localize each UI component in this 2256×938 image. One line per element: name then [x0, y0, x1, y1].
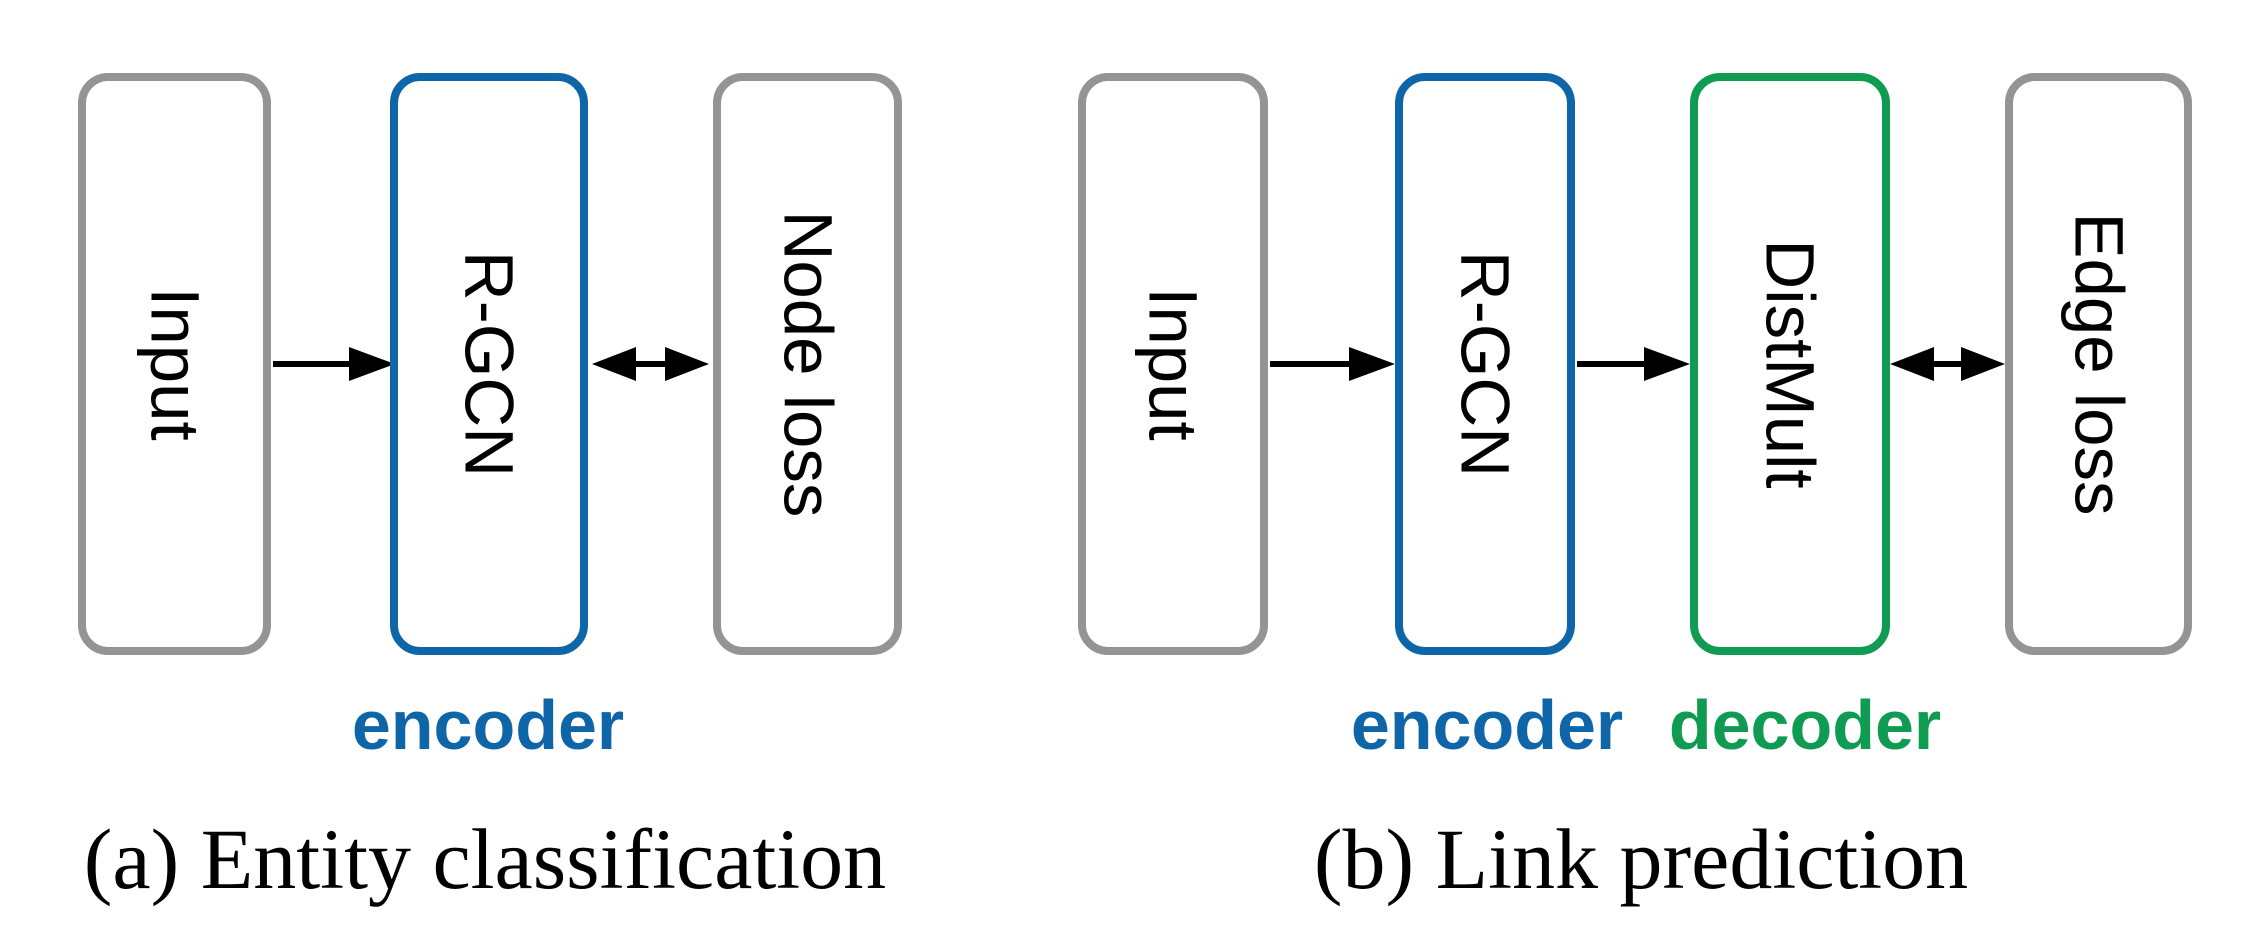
decoder-annotation-b: decoder [1668, 686, 1942, 764]
box-input-b-label: Input [1134, 287, 1212, 441]
box-rgcn-a-label: R-GCN [450, 250, 528, 478]
arrow-rgcn-to-distmult-b [1575, 334, 1690, 394]
arrow-input-to-rgcn-a [271, 334, 395, 394]
box-input-a: Input [78, 73, 271, 655]
encoder-annotation-b: encoder [1350, 686, 1624, 764]
box-rgcn-b: R-GCN [1395, 73, 1575, 655]
box-rgcn-a: R-GCN [390, 73, 588, 655]
encoder-annotation-a: encoder [351, 686, 625, 764]
caption-a: (a) Entity classification [83, 811, 887, 907]
box-input-a-label: Input [136, 287, 213, 441]
caption-b: (b) Link prediction [1313, 811, 1969, 907]
box-rgcn-b-label: R-GCN [1446, 250, 1524, 478]
box-nodeloss-a-label: Node loss [769, 210, 846, 518]
box-distmult-b-label: DistMult [1751, 239, 1829, 489]
box-input-b: Input [1078, 73, 1268, 655]
arrow-rgcn-nodeloss-a [592, 334, 709, 394]
box-nodeloss-a: Node loss [713, 73, 902, 655]
right-arrow-icon [1270, 347, 1395, 381]
box-edgeloss-b-label: Edge loss [2060, 212, 2137, 516]
box-distmult-b: DistMult [1690, 73, 1890, 655]
double-arrow-icon [592, 347, 709, 381]
arrow-input-to-rgcn-b [1268, 334, 1395, 394]
right-arrow-icon [273, 347, 395, 381]
box-edgeloss-b: Edge loss [2005, 73, 2192, 655]
arrow-distmult-edgeloss-b [1890, 334, 2005, 394]
right-arrow-icon [1577, 347, 1690, 381]
double-arrow-icon [1890, 347, 2005, 381]
